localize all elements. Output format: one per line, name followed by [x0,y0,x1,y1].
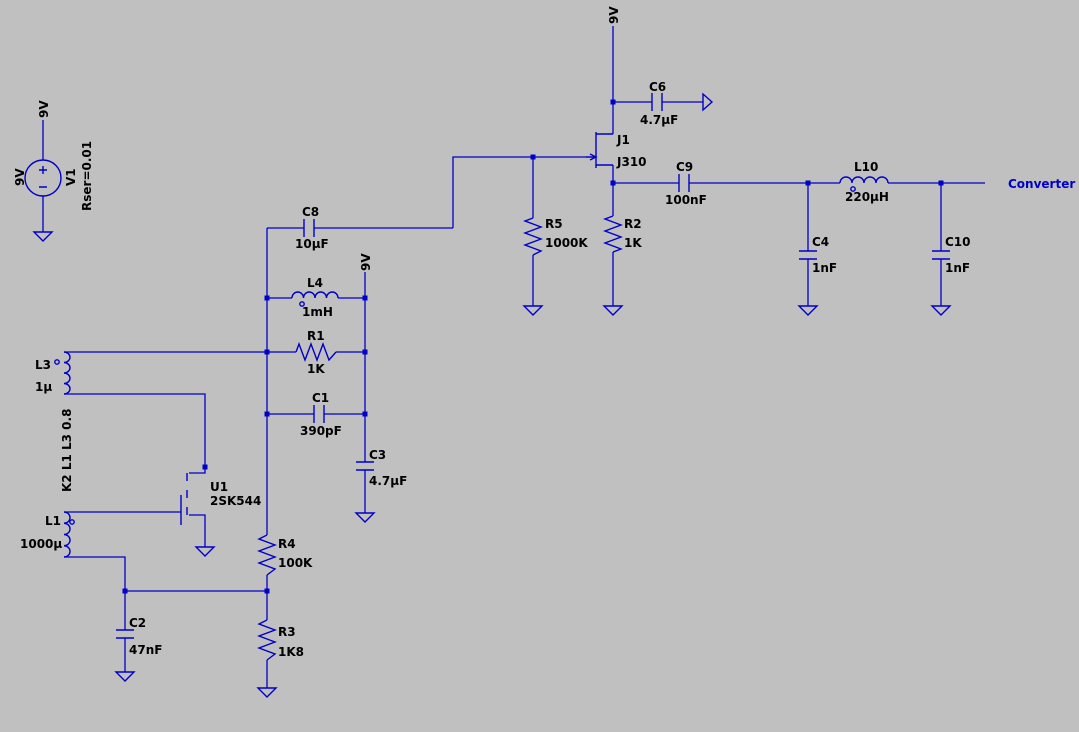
r4-ref: R4 [278,537,296,551]
r4-value: 100K [278,556,313,570]
ground-icon [114,671,136,682]
r3-ref: R3 [278,625,296,639]
ground-icon [930,305,952,316]
l4-ref: L4 [307,276,323,290]
capacitor-icon [932,250,950,260]
resistor-icon [257,619,277,661]
polarity-dot-icon [54,359,60,365]
l3-ref: L3 [35,358,51,372]
inductor-icon [839,176,889,184]
l10-ref: L10 [854,160,878,174]
c4-ref: C4 [812,235,829,249]
ground-icon [602,305,624,316]
ground-icon [522,305,544,316]
polarity-dot-icon [299,301,305,307]
capacitor-icon [116,629,134,639]
r2-value: 1K [624,236,642,250]
c1-ref: C1 [312,391,329,405]
r5-value: 1000K [545,236,588,250]
capacitor-icon [799,250,817,260]
coupling-directive: K2 L1 L3 0.8 [60,409,74,492]
resistor-icon [295,342,337,362]
j1-value: J310 [616,155,647,169]
v1-rser: Rser=0.01 [80,141,94,211]
r3-value: 1K8 [278,645,304,659]
supply-top-label: 9V [607,6,621,24]
c9-ref: C9 [676,160,693,174]
resistor-icon [603,215,623,253]
capacitor-icon [651,93,663,111]
c6-value: 4.7µF [640,113,678,127]
ground-icon [354,512,376,523]
c10-value: 1nF [945,261,970,275]
u1-value: 2SK544 [210,494,261,508]
l3-value: 1µ [35,380,52,394]
v1-ref: V1 [64,168,78,186]
jfet-icon [586,132,613,168]
c8-ref: C8 [302,205,319,219]
inductor-icon [291,291,339,299]
component-symbols [24,93,950,661]
c3-value: 4.7µF [369,474,407,488]
resistor-icon [257,534,277,576]
supply-mid-label: 9V [359,253,373,271]
l4-value: 1mH [302,305,333,319]
c8-value: 10µF [295,237,329,251]
r2-ref: R2 [624,217,642,231]
inductor-icon [63,351,71,395]
l1-ref: L1 [45,514,61,528]
ground-arrow-icon [702,92,714,112]
r5-ref: R5 [545,217,563,231]
capacitor-icon [313,405,325,423]
l10-value: 220µH [845,190,889,204]
labels: 9V 9V V1 Rser=0.01 9V 9V J1 J310 C6 4.7µ… [13,6,1075,659]
c2-value: 47nF [129,643,162,657]
mosfet-icon [180,473,188,525]
polarity-dot-icon [69,519,75,525]
c6-ref: C6 [649,80,666,94]
polarity-dot-icon [850,186,856,192]
inductor-icon [63,511,71,558]
c10-ref: C10 [945,235,971,249]
r1-value: 1K [307,362,325,376]
u1-ref: U1 [210,480,228,494]
voltage-source-icon [24,159,62,197]
ground-icon [194,546,216,557]
c1-value: 390pF [300,424,342,438]
ground-icon [797,305,819,316]
c9-value: 100nF [665,193,707,207]
capacitor-icon [356,461,374,471]
ground-icon [256,687,278,698]
ground-symbols [32,92,952,698]
c3-ref: C3 [369,448,386,462]
l1-value: 1000µ [20,537,62,551]
ground-icon [32,231,54,242]
v1-value: 9V [13,168,27,186]
resistor-icon [523,217,543,256]
capacitor-icon [678,174,690,192]
v1-net-label: 9V [37,100,51,118]
j1-ref: J1 [616,133,630,147]
c4-value: 1nF [812,261,837,275]
junctions [122,99,944,594]
wires [42,26,985,688]
capacitor-icon [303,219,315,237]
converter-net-label: Converter [1008,177,1075,191]
c2-ref: C2 [129,616,146,630]
r1-ref: R1 [307,329,325,343]
